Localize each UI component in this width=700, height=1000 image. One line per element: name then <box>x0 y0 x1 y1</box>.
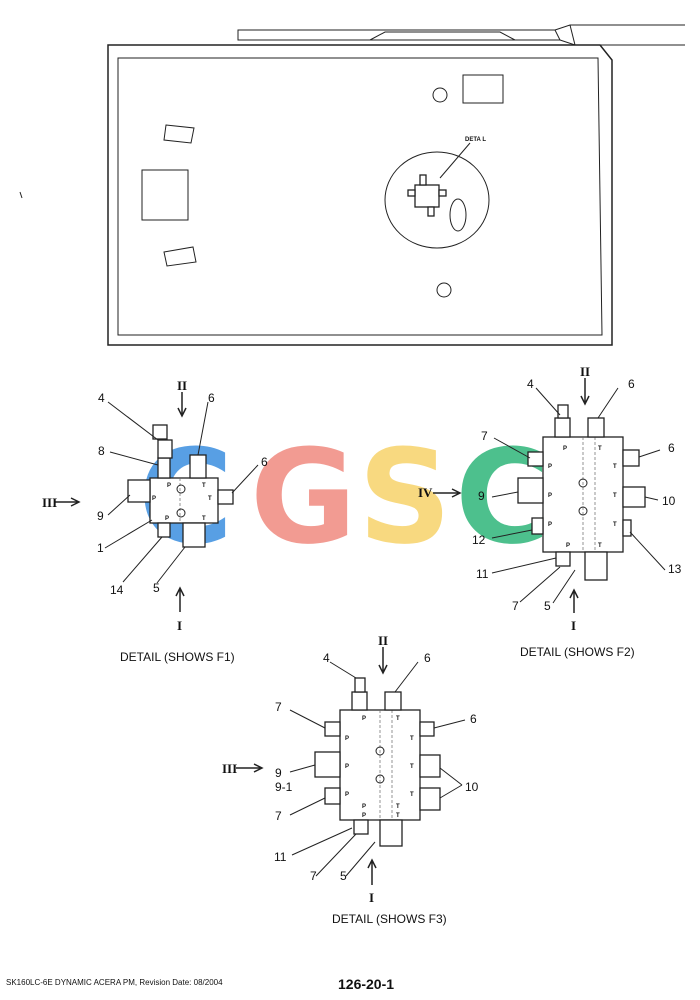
f3-callout: 7 <box>275 700 282 714</box>
f3-callout: 7 <box>310 869 317 883</box>
f3-port-label: P <box>362 813 366 819</box>
f2-callout: 11 <box>476 567 489 581</box>
f3-port-label: T <box>396 804 400 810</box>
f2-caption: DETAIL (SHOWS F2) <box>520 645 635 659</box>
f3-port-label: P <box>362 804 366 810</box>
f3-port-label: T <box>396 716 400 722</box>
f3-callout: 9-1 <box>275 780 293 794</box>
overview-detail-label: DETA L <box>465 137 486 143</box>
f1-port-label: T <box>202 483 206 489</box>
f1-callout: 6 <box>208 391 215 405</box>
f3-callout: 6 <box>424 651 431 665</box>
f2-callout: 5 <box>544 599 551 613</box>
f2-callout: 9 <box>478 489 485 503</box>
f2-port-label: P <box>548 493 552 499</box>
f3-callout: 11 <box>274 850 287 864</box>
f1-callout: 1 <box>97 541 104 555</box>
f1-callout: 14 <box>110 583 124 597</box>
f3-port-label: T <box>396 813 400 819</box>
f3-callout: 6 <box>470 712 477 726</box>
f3-callout: 9 <box>275 766 282 780</box>
f2-port-label: P <box>548 464 552 470</box>
f1-port-label: P <box>167 483 171 489</box>
f2-callout: 13 <box>668 562 682 576</box>
f3-callout: 7 <box>275 809 282 823</box>
f2-port-label: P <box>548 522 552 528</box>
f2-callout: 12 <box>472 533 486 547</box>
f1-caption: DETAIL (SHOWS F1) <box>120 650 235 664</box>
detail-f2: P T P T P T P T P T 4 6 7 6 9 10 12 11 1… <box>418 364 682 659</box>
f1-port-label: P <box>152 496 156 502</box>
f2-callout: 6 <box>668 441 675 455</box>
f1-port-label: P <box>165 516 169 522</box>
f2-port-label: T <box>613 493 617 499</box>
f3-port-label: T <box>410 764 414 770</box>
f3-port-label: T <box>410 736 414 742</box>
f1-port-label: T <box>208 496 212 502</box>
detail-f1: P T P T P T 4 8 9 1 14 5 6 6 II III I DE… <box>42 378 268 664</box>
f1-view-arrow: III <box>42 495 57 510</box>
f2-callout: 4 <box>527 377 534 391</box>
f2-port-label: T <box>598 543 602 549</box>
detail-f3: P T P T P T P T P T P T 4 6 7 6 9 9-1 10… <box>222 633 479 926</box>
f3-view-arrow: III <box>222 761 237 776</box>
f2-port-label: T <box>613 464 617 470</box>
f1-port-label: T <box>202 516 206 522</box>
f2-callout: 7 <box>512 599 519 613</box>
f3-port-label: P <box>345 764 349 770</box>
f2-view-arrow: II <box>580 364 590 379</box>
f1-callout: 5 <box>153 581 160 595</box>
f2-callout: 7 <box>481 429 488 443</box>
f1-callout: 8 <box>98 444 105 458</box>
f2-view-arrow: IV <box>418 485 433 500</box>
f2-port-label: T <box>598 446 602 452</box>
f1-callout: 6 <box>261 455 268 469</box>
footer-page-number: 126-20-1 <box>338 976 395 992</box>
machine-overview: DETA L <box>19 24 685 346</box>
f3-port-label: P <box>345 792 349 798</box>
f1-view-arrow: II <box>177 378 187 393</box>
watermark-letter-2: G <box>250 421 357 573</box>
f3-callout: 4 <box>323 651 330 665</box>
f3-port-label: T <box>410 792 414 798</box>
f1-callout: 4 <box>98 391 105 405</box>
f2-port-label: P <box>566 543 570 549</box>
f3-callout: 10 <box>465 780 479 794</box>
f3-port-label: P <box>362 716 366 722</box>
f2-callout: 6 <box>628 377 635 391</box>
watermark: C G S C <box>138 421 550 573</box>
f2-port-label: T <box>613 522 617 528</box>
f3-callout: 5 <box>340 869 347 883</box>
f3-view-arrow: II <box>378 633 388 648</box>
f1-view-arrow: I <box>177 618 182 633</box>
f2-port-label: P <box>563 446 567 452</box>
f3-caption: DETAIL (SHOWS F3) <box>332 912 447 926</box>
f2-callout: 10 <box>662 494 676 508</box>
watermark-letter-3: S <box>358 421 452 573</box>
f3-view-arrow: I <box>369 890 374 905</box>
f1-callout: 9 <box>97 509 104 523</box>
f3-port-label: P <box>345 736 349 742</box>
f2-view-arrow: I <box>571 618 576 633</box>
footer-model-revision: SK160LC-6E DYNAMIC ACERA PM, Revision Da… <box>6 978 223 987</box>
